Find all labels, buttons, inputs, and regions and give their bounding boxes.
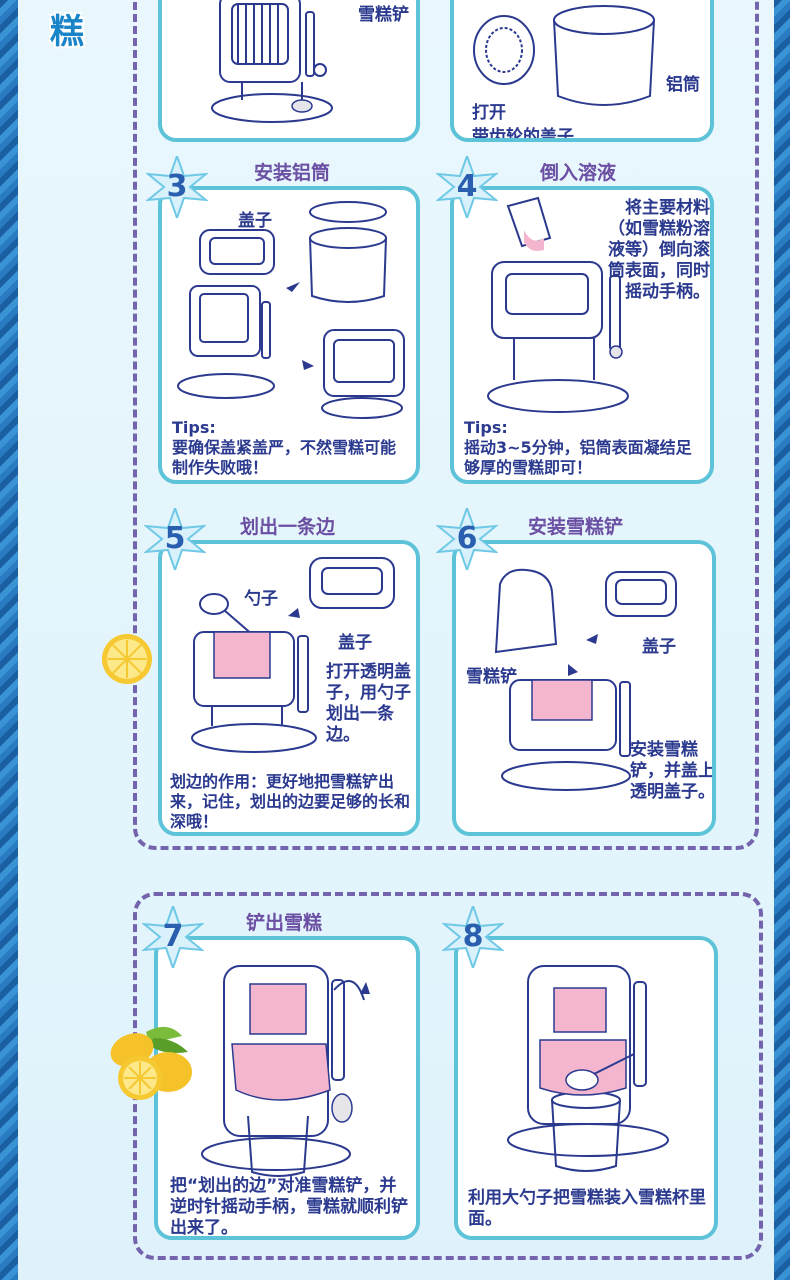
step-8-description: 利用大勺子把雪糕装入雪糕杯里面。: [468, 1188, 706, 1229]
step-3-badge: 3: [146, 156, 208, 218]
steps-group-1-6: [133, 0, 759, 850]
step-3-panel: 盖子 Tips: 要确保盖紧盖严，不然雪糕可能制作失败哦！: [158, 186, 420, 484]
step-4-tips-heading: Tips:: [464, 418, 508, 437]
step-number: 5: [164, 521, 186, 556]
step-8-badge: 8: [442, 906, 504, 968]
step-2-panel: 铝筒 打开 带齿轮的盖子: [450, 0, 714, 142]
gear-lid-and-cylinder: [473, 5, 655, 106]
step-6-panel: 盖子 雪糕铲 安装雪糕铲，并盖上透明盖子。: [452, 540, 716, 836]
assembly-illustration: [177, 201, 405, 419]
step-6-title: 安装雪糕铲: [528, 516, 624, 538]
snowflake-badge-icon: [436, 508, 498, 570]
step-3-tips-heading: Tips:: [172, 418, 216, 437]
step-4-description: 将主要材料（如雪糕粉溶液等）倒向滚筒表面，同时摇动手柄。: [608, 198, 710, 302]
step-7-description: 把“划出的边”对准雪糕铲，并逆时针摇动手柄，雪糕就顺利铲出来了。: [170, 1176, 408, 1238]
step-3-title: 安装铝筒: [254, 162, 331, 184]
label-scraper: 雪糕铲: [466, 667, 517, 687]
step-5-panel: 勺子 盖子 打开透明盖子，用勺子划出一条边。 划边的作用：更好地把雪糕铲出来，记…: [158, 540, 420, 836]
scraping-out-illustration: [201, 965, 370, 1177]
label-open: 打开: [472, 103, 506, 123]
scraper-install-illustration: [494, 568, 677, 791]
step-number: 8: [462, 919, 484, 954]
snowflake-badge-icon: [146, 156, 208, 218]
step-6-description: 安装雪糕铲，并盖上透明盖子。: [630, 740, 715, 802]
step-number: 6: [456, 521, 478, 556]
pouring-illustration: [487, 196, 629, 413]
step-7-badge: 7: [142, 906, 204, 968]
machine-illustration: [211, 0, 333, 123]
label-lid: 盖子: [338, 633, 372, 653]
step-7-panel: 把“划出的边”对准雪糕铲，并逆时针摇动手柄，雪糕就顺利铲出来了。: [154, 936, 420, 1240]
snowflake-badge-icon: [436, 156, 498, 218]
snowflake-badge-icon: [144, 508, 206, 570]
step-7-title: 铲出雪糕: [246, 912, 323, 934]
snowflake-badge-icon: [142, 906, 204, 968]
step-4-tips: 摇动3~5分钟，铝筒表面凝结足够厚的雪糕即可！: [464, 438, 692, 477]
left-ice-border: [0, 0, 18, 1280]
page-title-char: 糕: [50, 12, 84, 52]
label-spoon: 勺子: [244, 589, 278, 609]
step-number: 7: [162, 919, 184, 954]
label-lid: 盖子: [238, 211, 272, 231]
step-5-badge: 5: [144, 508, 206, 570]
step-number: 4: [456, 169, 478, 204]
step-4-title: 倒入溶液: [540, 162, 617, 184]
step-8-panel: 利用大勺子把雪糕装入雪糕杯里面。: [454, 936, 718, 1240]
step-4-badge: 4: [436, 156, 498, 218]
step-5-title: 划出一条边: [240, 516, 336, 538]
step-4-panel: 将主要材料（如雪糕粉溶液等）倒向滚筒表面，同时摇动手柄。 Tips: 摇动3~5…: [450, 186, 714, 484]
label-aluminum-cylinder: 铝筒: [666, 75, 700, 95]
step-3-tips: 要确保盖紧盖严，不然雪糕可能制作失败哦！: [172, 438, 397, 477]
label-lid: 盖子: [642, 637, 676, 657]
step-5-tips: 划边的作用：更好地把雪糕铲出来，记住，划出的边要足够的长和深哦！: [170, 772, 411, 831]
step-5-description: 打开透明盖子，用勺子划出一条边。: [326, 662, 411, 745]
step-1-panel: 雪糕铲: [158, 0, 420, 142]
label-scraper: 雪糕铲: [358, 5, 409, 25]
label-gear-lid: 带齿轮的盖子: [472, 127, 574, 142]
scoring-illustration: [191, 557, 395, 753]
lemon-with-leaves-icon: [110, 1026, 192, 1100]
step-6-badge: 6: [436, 508, 498, 570]
serving-illustration: [507, 965, 669, 1172]
instruction-sheet: 糕 雪糕铲: [18, 0, 774, 1280]
snowflake-badge-icon: [442, 906, 504, 968]
step-number: 3: [166, 169, 188, 204]
right-ice-border: [774, 0, 790, 1280]
lemon-slice-icon: [102, 634, 152, 684]
